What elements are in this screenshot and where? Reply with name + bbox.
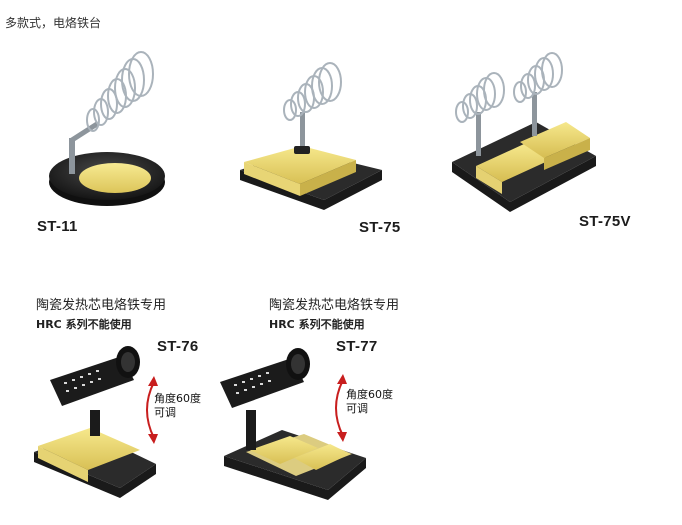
st-77-label: ST-77 bbox=[336, 338, 378, 355]
st-77-angle-note: 角度60度 可调 bbox=[346, 388, 393, 416]
st-77-angle-line-2: 可调 bbox=[346, 402, 368, 415]
st-77-angle-arrow bbox=[335, 374, 347, 442]
st-76-caption: 陶瓷发热芯电烙铁专用 bbox=[36, 298, 167, 313]
st-76-angle-line-2: 可调 bbox=[154, 406, 176, 419]
st-77-caption: 陶瓷发热芯电烙铁专用 bbox=[269, 298, 400, 313]
st-76-angle-arrow bbox=[146, 376, 158, 444]
st-75-label: ST-75 bbox=[359, 219, 401, 236]
st-75-product-image bbox=[240, 62, 382, 210]
st-11-product-image bbox=[49, 51, 165, 206]
st-77-series-note: HRC 系列不能使用 bbox=[269, 318, 365, 331]
st-77-angle-line-1: 角度60度 bbox=[346, 388, 393, 401]
st-77-product-image bbox=[220, 348, 366, 500]
st-11-label: ST-11 bbox=[37, 218, 78, 235]
st-75v-product-image bbox=[452, 52, 596, 212]
page-title: 多款式，电烙铁台 bbox=[5, 16, 102, 30]
st-76-angle-note: 角度60度 可调 bbox=[154, 392, 201, 420]
st-76-angle-line-1: 角度60度 bbox=[154, 392, 201, 405]
st-76-series-note: HRC 系列不能使用 bbox=[36, 318, 132, 331]
st-76-label: ST-76 bbox=[157, 338, 199, 355]
st-76-product-image bbox=[34, 346, 156, 498]
st-75v-label: ST-75V bbox=[579, 213, 631, 230]
